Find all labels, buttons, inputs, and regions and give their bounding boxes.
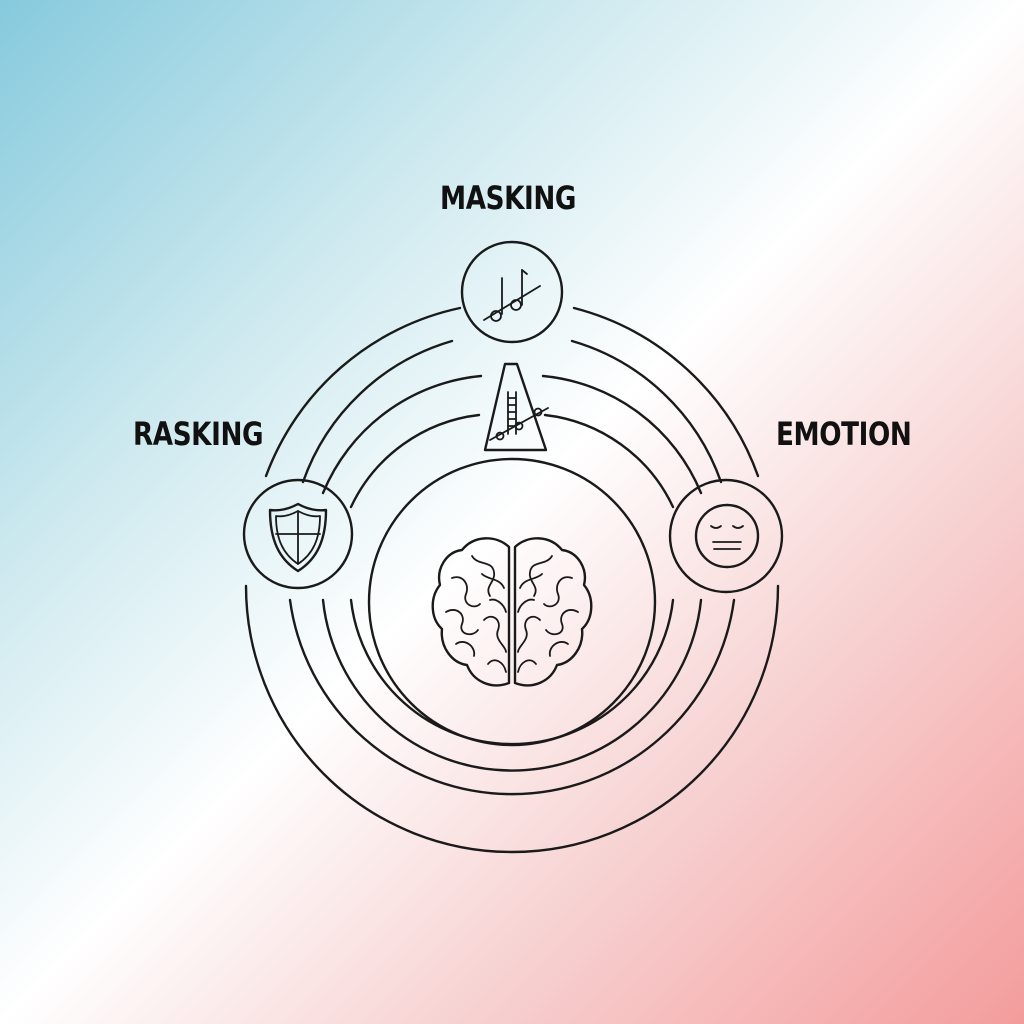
music-notes-icon: [460, 240, 564, 344]
calm-face-icon: [668, 478, 784, 594]
ring-second: [288, 339, 736, 796]
shield-icon: [242, 478, 354, 590]
metronome-icon: [483, 362, 549, 452]
label-rasking: RASKING: [133, 415, 264, 453]
ring-fourth: [349, 413, 675, 746]
ring-outer: [244, 306, 780, 854]
ring-third: [321, 374, 703, 772]
ring-inner: [367, 457, 657, 747]
label-emotion: EMOTION: [776, 415, 912, 453]
label-masking: MASKING: [440, 179, 577, 217]
brain-icon: [431, 537, 593, 687]
